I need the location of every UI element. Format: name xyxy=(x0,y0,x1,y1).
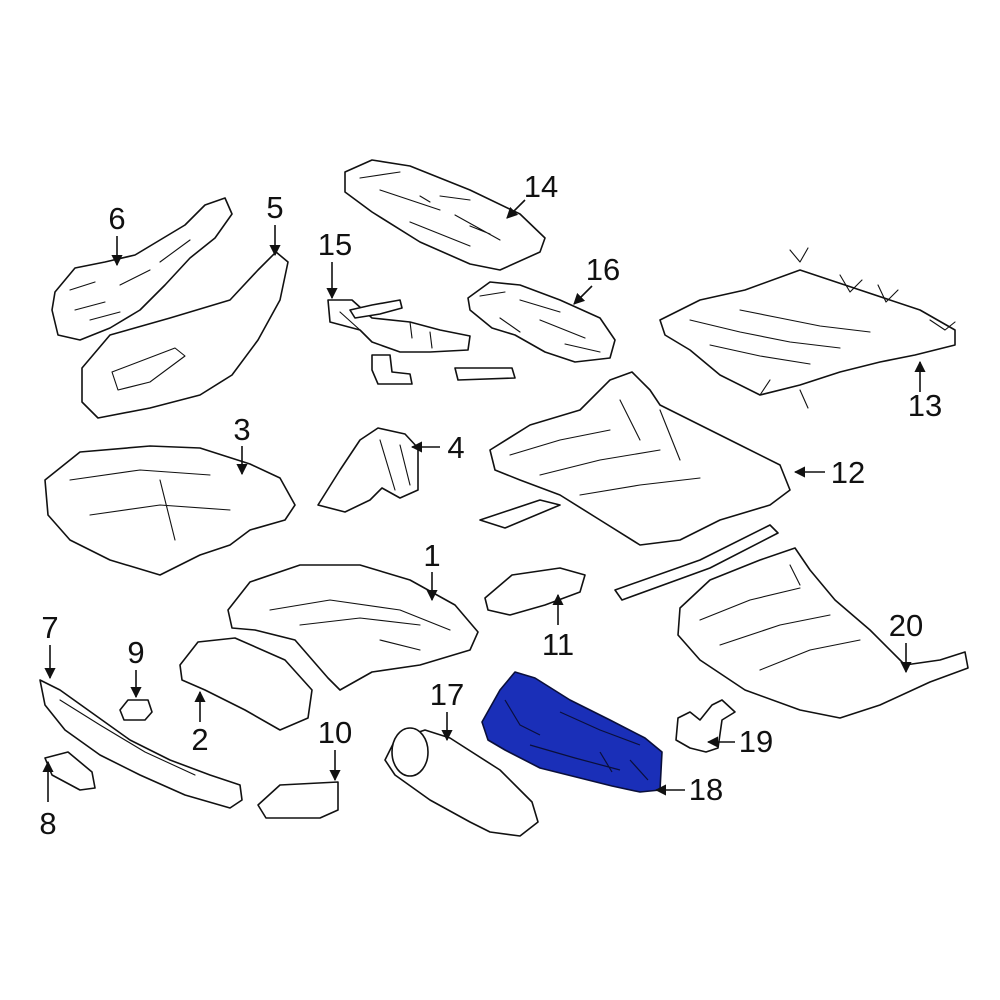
callout-1: 1 xyxy=(423,538,440,573)
part-1-seat-pan[interactable] xyxy=(227,564,479,691)
leader-16 xyxy=(573,285,593,305)
part-5-side-cover[interactable] xyxy=(81,251,289,419)
part-19-bracket[interactable] xyxy=(675,699,736,753)
callout-7: 7 xyxy=(41,610,58,645)
callout-13: 13 xyxy=(908,388,942,423)
part-18-side-panel[interactable] xyxy=(481,671,663,793)
part-11-cover[interactable] xyxy=(484,567,586,616)
callout-12: 12 xyxy=(831,455,865,490)
part-20-lower-frame[interactable] xyxy=(677,547,969,719)
callout-18: 18 xyxy=(689,772,723,807)
part-9-block[interactable] xyxy=(119,699,153,721)
callout-10: 10 xyxy=(318,715,352,750)
part-13-lower-frame[interactable] xyxy=(659,247,956,409)
callout-11: 11 xyxy=(542,627,574,662)
callout-5: 5 xyxy=(266,190,283,225)
part-12-seat-frame[interactable] xyxy=(479,371,791,601)
callout-3: 3 xyxy=(233,412,250,447)
callout-labels: 1 2 3 4 5 6 7 8 9 10 11 12 13 14 15 16 1… xyxy=(39,169,942,841)
part-2-bolster[interactable] xyxy=(179,637,313,731)
part-14-pan-plate[interactable] xyxy=(344,159,546,271)
part-16-adjuster-bracket[interactable] xyxy=(467,281,616,363)
callout-6: 6 xyxy=(108,201,125,236)
callout-19: 19 xyxy=(739,724,773,759)
part-4-side-shield[interactable] xyxy=(317,427,419,513)
leader-lines xyxy=(42,199,926,802)
part-8-clip[interactable] xyxy=(44,751,96,791)
callout-14: 14 xyxy=(524,169,558,204)
callout-4: 4 xyxy=(447,430,464,465)
part-3-cushion-cover[interactable] xyxy=(44,445,296,576)
callout-15: 15 xyxy=(318,227,352,262)
callout-16: 16 xyxy=(586,252,620,287)
callout-8: 8 xyxy=(39,806,56,841)
callout-2: 2 xyxy=(191,722,208,757)
part-10-cover[interactable] xyxy=(257,781,339,819)
callout-9: 9 xyxy=(127,635,144,670)
part-6-side-frame[interactable] xyxy=(51,197,233,341)
callout-20: 20 xyxy=(889,608,923,643)
callout-17: 17 xyxy=(430,677,464,712)
leader-14 xyxy=(506,199,526,219)
part-15-rail-bracket[interactable] xyxy=(327,299,516,385)
part-7-front-trim[interactable] xyxy=(39,679,243,809)
part-17-motor[interactable] xyxy=(384,727,539,837)
